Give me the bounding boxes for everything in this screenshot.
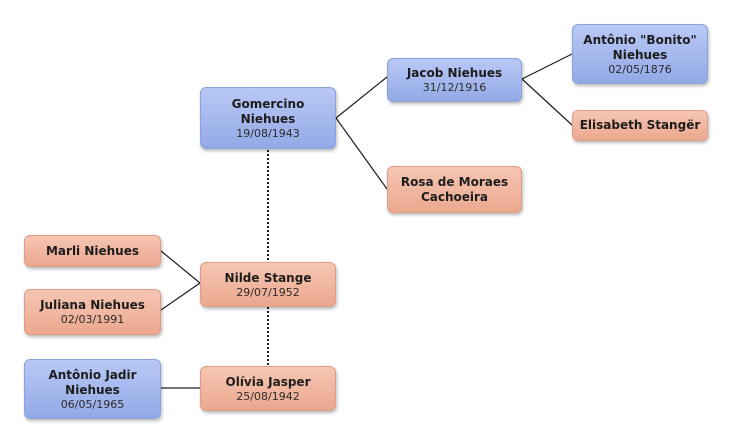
person-juliana[interactable]: Juliana Niehues 02/03/1991 — [24, 289, 161, 335]
person-rosa[interactable]: Rosa de Moraes Cachoeira — [387, 166, 522, 213]
person-jacob[interactable]: Jacob Niehues 31/12/1916 — [387, 58, 522, 102]
person-name: Jacob Niehues — [406, 66, 503, 80]
person-antonio-jadir[interactable]: Antônio Jadir Niehues 06/05/1965 — [24, 359, 161, 419]
person-elisabeth[interactable]: Elisabeth Stangër — [572, 110, 708, 141]
person-date: 06/05/1965 — [60, 397, 125, 411]
person-name: Gomercino Niehues — [231, 96, 305, 126]
person-date: 25/08/1942 — [236, 389, 300, 403]
person-marli[interactable]: Marli Niehues — [24, 235, 161, 267]
person-olivia[interactable]: Olívia Jasper 25/08/1942 — [200, 366, 336, 411]
link-jacob-antonio-bonito — [521, 53, 573, 80]
person-name: Rosa de Moraes Cachoeira — [400, 174, 509, 204]
person-name: Juliana Niehues — [40, 298, 145, 312]
link-jacob-elisabeth — [521, 78, 573, 126]
person-name: Olívia Jasper — [225, 374, 311, 389]
link-marli-nilde — [160, 250, 201, 284]
person-name: Antônio "Bonito" Niehues — [583, 32, 697, 62]
person-name: Nilde Stange — [224, 270, 312, 285]
person-name: Elisabeth Stangër — [579, 118, 701, 132]
person-date: 19/08/1943 — [236, 126, 300, 140]
link-gomercino-rosa — [335, 117, 388, 190]
link-juliana-nilde — [160, 282, 201, 311]
person-name: Antônio Jadir Niehues — [48, 367, 137, 397]
person-date: 29/07/1952 — [236, 285, 300, 299]
person-gomercino[interactable]: Gomercino Niehues 19/08/1943 — [200, 87, 336, 149]
person-date: 31/12/1916 — [422, 81, 487, 94]
person-nilde[interactable]: Nilde Stange 29/07/1952 — [200, 262, 336, 307]
person-date: 02/03/1991 — [60, 313, 125, 326]
person-name: Marli Niehues — [45, 243, 140, 258]
person-date: 02/05/1876 — [608, 62, 672, 76]
person-antonio-bonito[interactable]: Antônio "Bonito" Niehues 02/05/1876 — [572, 24, 708, 84]
link-gomercino-jacob — [335, 76, 388, 119]
